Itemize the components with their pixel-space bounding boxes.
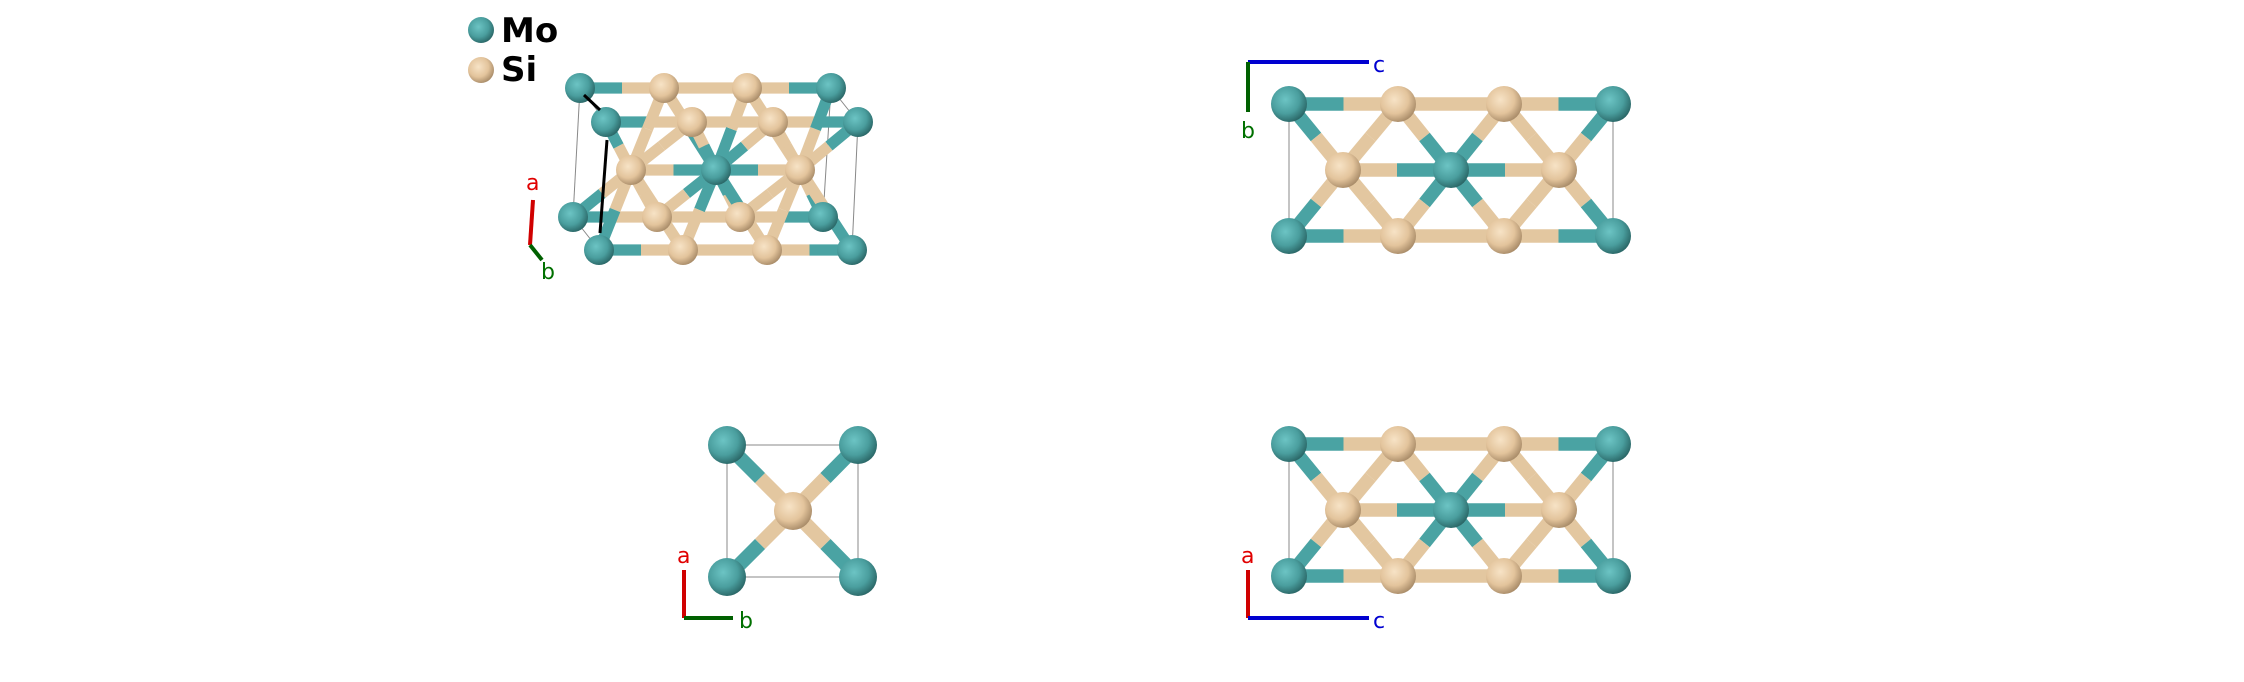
axis-label-a-view-b: a xyxy=(1241,544,1255,569)
mo-atom-view-b xyxy=(1595,558,1631,594)
si-atom-perspective xyxy=(752,235,782,265)
mo-atom-perspective xyxy=(558,202,588,232)
axis-label-c-view-a: c xyxy=(1373,53,1386,78)
axis-b-arrow xyxy=(528,243,544,262)
mo-atom-perspective xyxy=(591,107,621,137)
mo-atom-perspective xyxy=(837,235,867,265)
si-atom-perspective xyxy=(725,202,755,232)
mo-atom-view-c xyxy=(839,426,877,464)
cell-edge-highlight xyxy=(582,93,602,112)
legend-mo-sphere xyxy=(468,17,494,43)
mo-atom-perspective xyxy=(565,73,595,103)
mo-atom-view-c xyxy=(839,558,877,596)
si-atom-perspective xyxy=(642,202,672,232)
si-atom-perspective xyxy=(616,155,646,185)
si-atom-view-a xyxy=(1486,86,1522,122)
axis-label-a-perspective: a xyxy=(526,171,540,196)
cell-edge-highlight xyxy=(598,139,609,234)
si-atom-view-b xyxy=(1380,558,1416,594)
legend-label-si: Si xyxy=(501,50,538,90)
unit-cell-edge xyxy=(851,121,859,251)
axis-label-b-view-a: b xyxy=(1241,119,1255,144)
si-atom-view-a xyxy=(1380,218,1416,254)
axis-label-b-view-c: b xyxy=(739,609,753,634)
mo-atom-view-a xyxy=(1595,218,1631,254)
mo-atom-view-b xyxy=(1271,558,1307,594)
mo-atom-perspective xyxy=(816,73,846,103)
si-atom-view-a xyxy=(1325,152,1361,188)
mo-atom-view-a xyxy=(1271,86,1307,122)
si-atom-view-b xyxy=(1380,426,1416,462)
legend-si-sphere xyxy=(468,57,494,83)
si-atom-perspective xyxy=(649,73,679,103)
legend-label-mo: Mo xyxy=(501,11,559,51)
mo-atom-perspective xyxy=(808,202,838,232)
mo-atom-perspective xyxy=(584,235,614,265)
mo-atom-view-a xyxy=(1595,86,1631,122)
mo-atom-view-a xyxy=(1433,152,1469,188)
si-atom-view-a xyxy=(1486,218,1522,254)
axis-a-arrow xyxy=(528,199,535,246)
unit-cell-edge xyxy=(572,87,581,218)
axis-label-a-view-c: a xyxy=(677,544,691,569)
si-atom-view-b xyxy=(1541,492,1577,528)
mo-atom-view-b xyxy=(1595,426,1631,462)
si-atom-perspective xyxy=(677,107,707,137)
mo-atom-perspective xyxy=(701,155,731,185)
si-atom-view-a xyxy=(1380,86,1416,122)
si-atom-view-c xyxy=(774,492,812,530)
si-atom-perspective xyxy=(668,235,698,265)
si-atom-view-b xyxy=(1486,426,1522,462)
si-atom-perspective xyxy=(732,73,762,103)
si-atom-view-b xyxy=(1486,558,1522,594)
si-atom-view-b xyxy=(1325,492,1361,528)
axis-label-c-view-b: c xyxy=(1373,609,1386,634)
mo-atom-view-c xyxy=(708,558,746,596)
si-atom-perspective xyxy=(785,155,815,185)
mo-atom-view-b xyxy=(1433,492,1469,528)
si-atom-perspective xyxy=(758,107,788,137)
mo-atom-view-b xyxy=(1271,426,1307,462)
mo-atom-perspective xyxy=(843,107,873,137)
mo-atom-view-a xyxy=(1271,218,1307,254)
axis-label-b-perspective: b xyxy=(541,260,555,285)
mo-atom-view-c xyxy=(708,426,746,464)
unit-cell-edge xyxy=(726,444,859,578)
si-atom-view-a xyxy=(1541,152,1577,188)
